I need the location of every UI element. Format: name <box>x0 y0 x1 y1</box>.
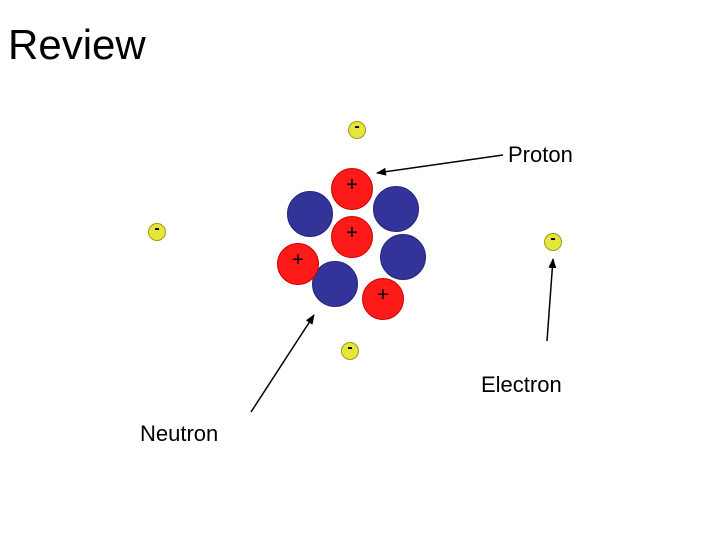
electron-label: Electron <box>481 372 562 398</box>
neutron-arrow <box>251 315 314 412</box>
proton-arrow <box>377 155 503 173</box>
neutron-label: Neutron <box>140 421 218 447</box>
proton-label: Proton <box>508 142 573 168</box>
electron-arrow <box>547 259 553 341</box>
